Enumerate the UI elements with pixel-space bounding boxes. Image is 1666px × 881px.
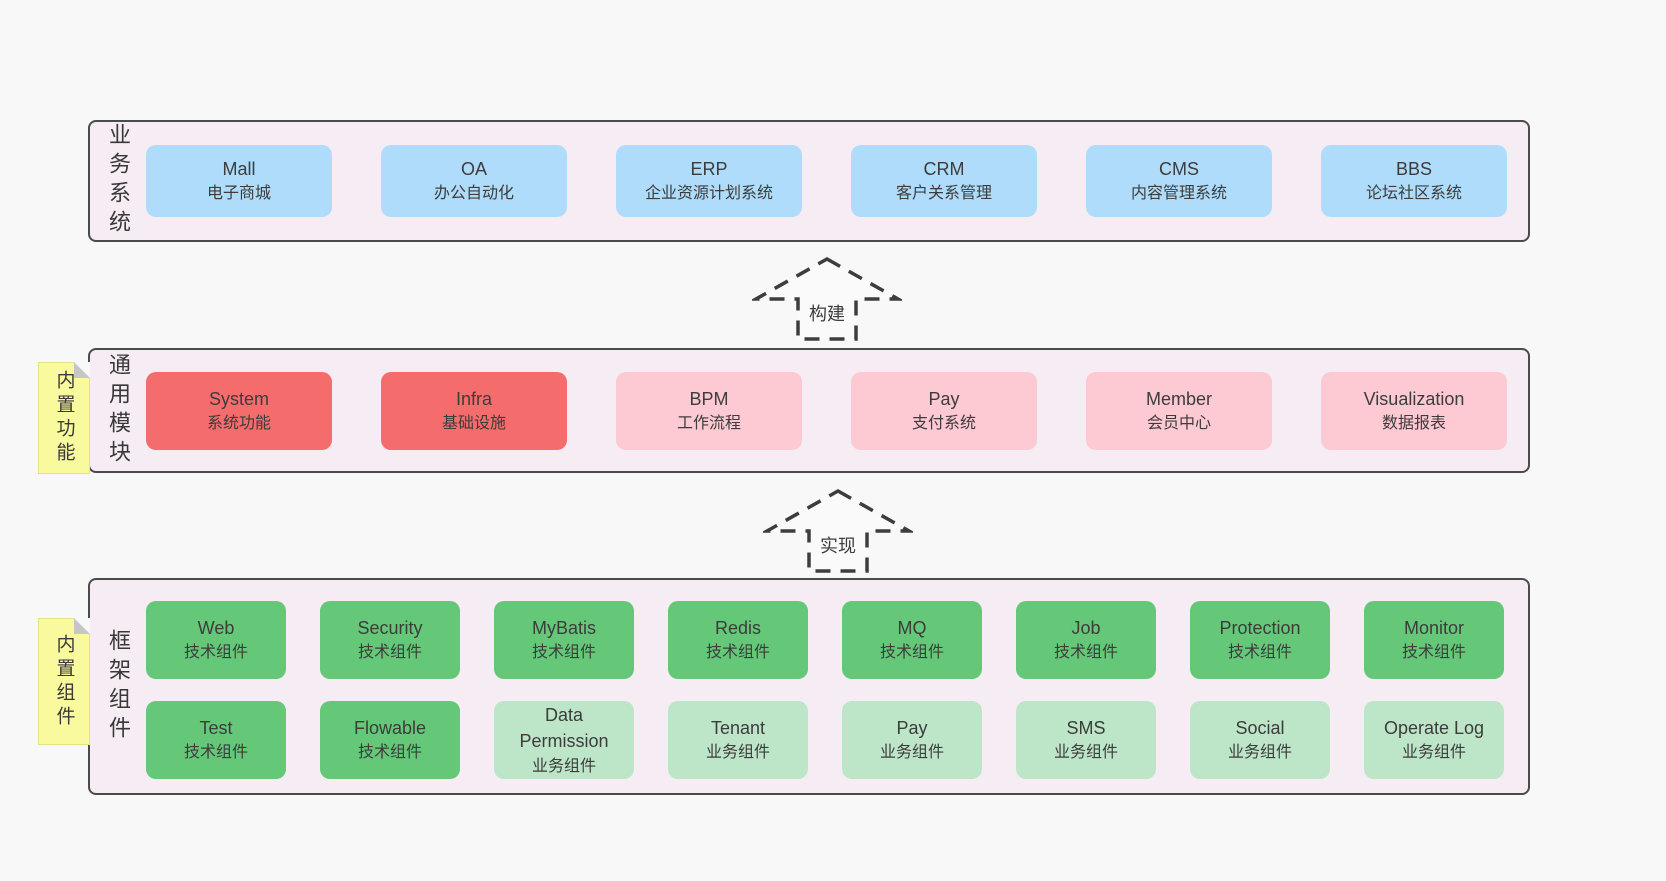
box-flowable: Flowable 技术组件 xyxy=(320,701,460,779)
framework-components-rows: Web 技术组件 Security 技术组件 MyBatis 技术组件 Redi… xyxy=(146,601,1504,779)
box-visualization: Visualization 数据报表 xyxy=(1321,371,1507,450)
box-social: Social 业务组件 xyxy=(1190,701,1330,779)
box-data-permission: Data Permission 业务组件 xyxy=(494,701,634,779)
box-job: Job 技术组件 xyxy=(1016,601,1156,679)
business-systems-row: Mall 电子商城 OA 办公自动化 ERP 企业资源计划系统 CRM 客户关系… xyxy=(146,122,1507,240)
panel-label-common-modules: 通用模块 xyxy=(106,352,131,469)
box-mybatis: MyBatis 技术组件 xyxy=(494,601,634,679)
box-sms: SMS 业务组件 xyxy=(1016,701,1156,779)
box-tenant: Tenant 业务组件 xyxy=(668,701,808,779)
box-cms: CMS 内容管理系统 xyxy=(1086,145,1272,217)
panel-framework-components: 框架组件 Web 技术组件 Security 技术组件 MyBatis 技术组件… xyxy=(88,578,1530,795)
box-bpm: BPM 工作流程 xyxy=(616,371,802,450)
box-member: Member 会员中心 xyxy=(1086,371,1272,450)
implement-arrow-label: 实现 xyxy=(818,532,858,558)
box-bbs: BBS 论坛社区系统 xyxy=(1321,145,1507,217)
panel-label-framework-components: 框架组件 xyxy=(106,628,131,745)
box-security: Security 技术组件 xyxy=(320,601,460,679)
box-erp: ERP 企业资源计划系统 xyxy=(616,145,802,217)
panel-business-systems: 业务系统 Mall 电子商城 OA 办公自动化 ERP 企业资源计划系统 CRM… xyxy=(88,120,1530,242)
box-pay-module: Pay 支付系统 xyxy=(851,371,1037,450)
box-protection: Protection 技术组件 xyxy=(1190,601,1330,679)
box-test: Test 技术组件 xyxy=(146,701,286,779)
framework-row-1: Web 技术组件 Security 技术组件 MyBatis 技术组件 Redi… xyxy=(146,601,1504,679)
box-infra: Infra 基础设施 xyxy=(381,371,567,450)
box-monitor: Monitor 技术组件 xyxy=(1364,601,1504,679)
box-crm: CRM 客户关系管理 xyxy=(851,145,1037,217)
box-mq: MQ 技术组件 xyxy=(842,601,982,679)
framework-row-2: Test 技术组件 Flowable 技术组件 Data Permission … xyxy=(146,701,1504,779)
panel-label-business-systems: 业务系统 xyxy=(106,123,131,239)
box-system: System 系统功能 xyxy=(146,371,332,450)
panel-common-modules: 通用模块 System 系统功能 Infra 基础设施 BPM 工作流程 Pay… xyxy=(88,348,1530,473)
box-oa: OA 办公自动化 xyxy=(381,145,567,217)
build-arrow-label: 构建 xyxy=(807,300,847,326)
common-modules-row: System 系统功能 Infra 基础设施 BPM 工作流程 Pay 支付系统… xyxy=(146,350,1507,471)
build-arrow-icon: 构建 xyxy=(752,256,902,342)
box-web: Web 技术组件 xyxy=(146,601,286,679)
box-mall: Mall 电子商城 xyxy=(146,145,332,217)
box-redis: Redis 技术组件 xyxy=(668,601,808,679)
box-operate-log: Operate Log 业务组件 xyxy=(1364,701,1504,779)
box-pay-component: Pay 业务组件 xyxy=(842,701,982,779)
note-built-in-components: 内置组件 xyxy=(38,618,90,745)
implement-arrow-icon: 实现 xyxy=(763,488,913,574)
note-built-in-functions: 内置功能 xyxy=(38,362,90,474)
